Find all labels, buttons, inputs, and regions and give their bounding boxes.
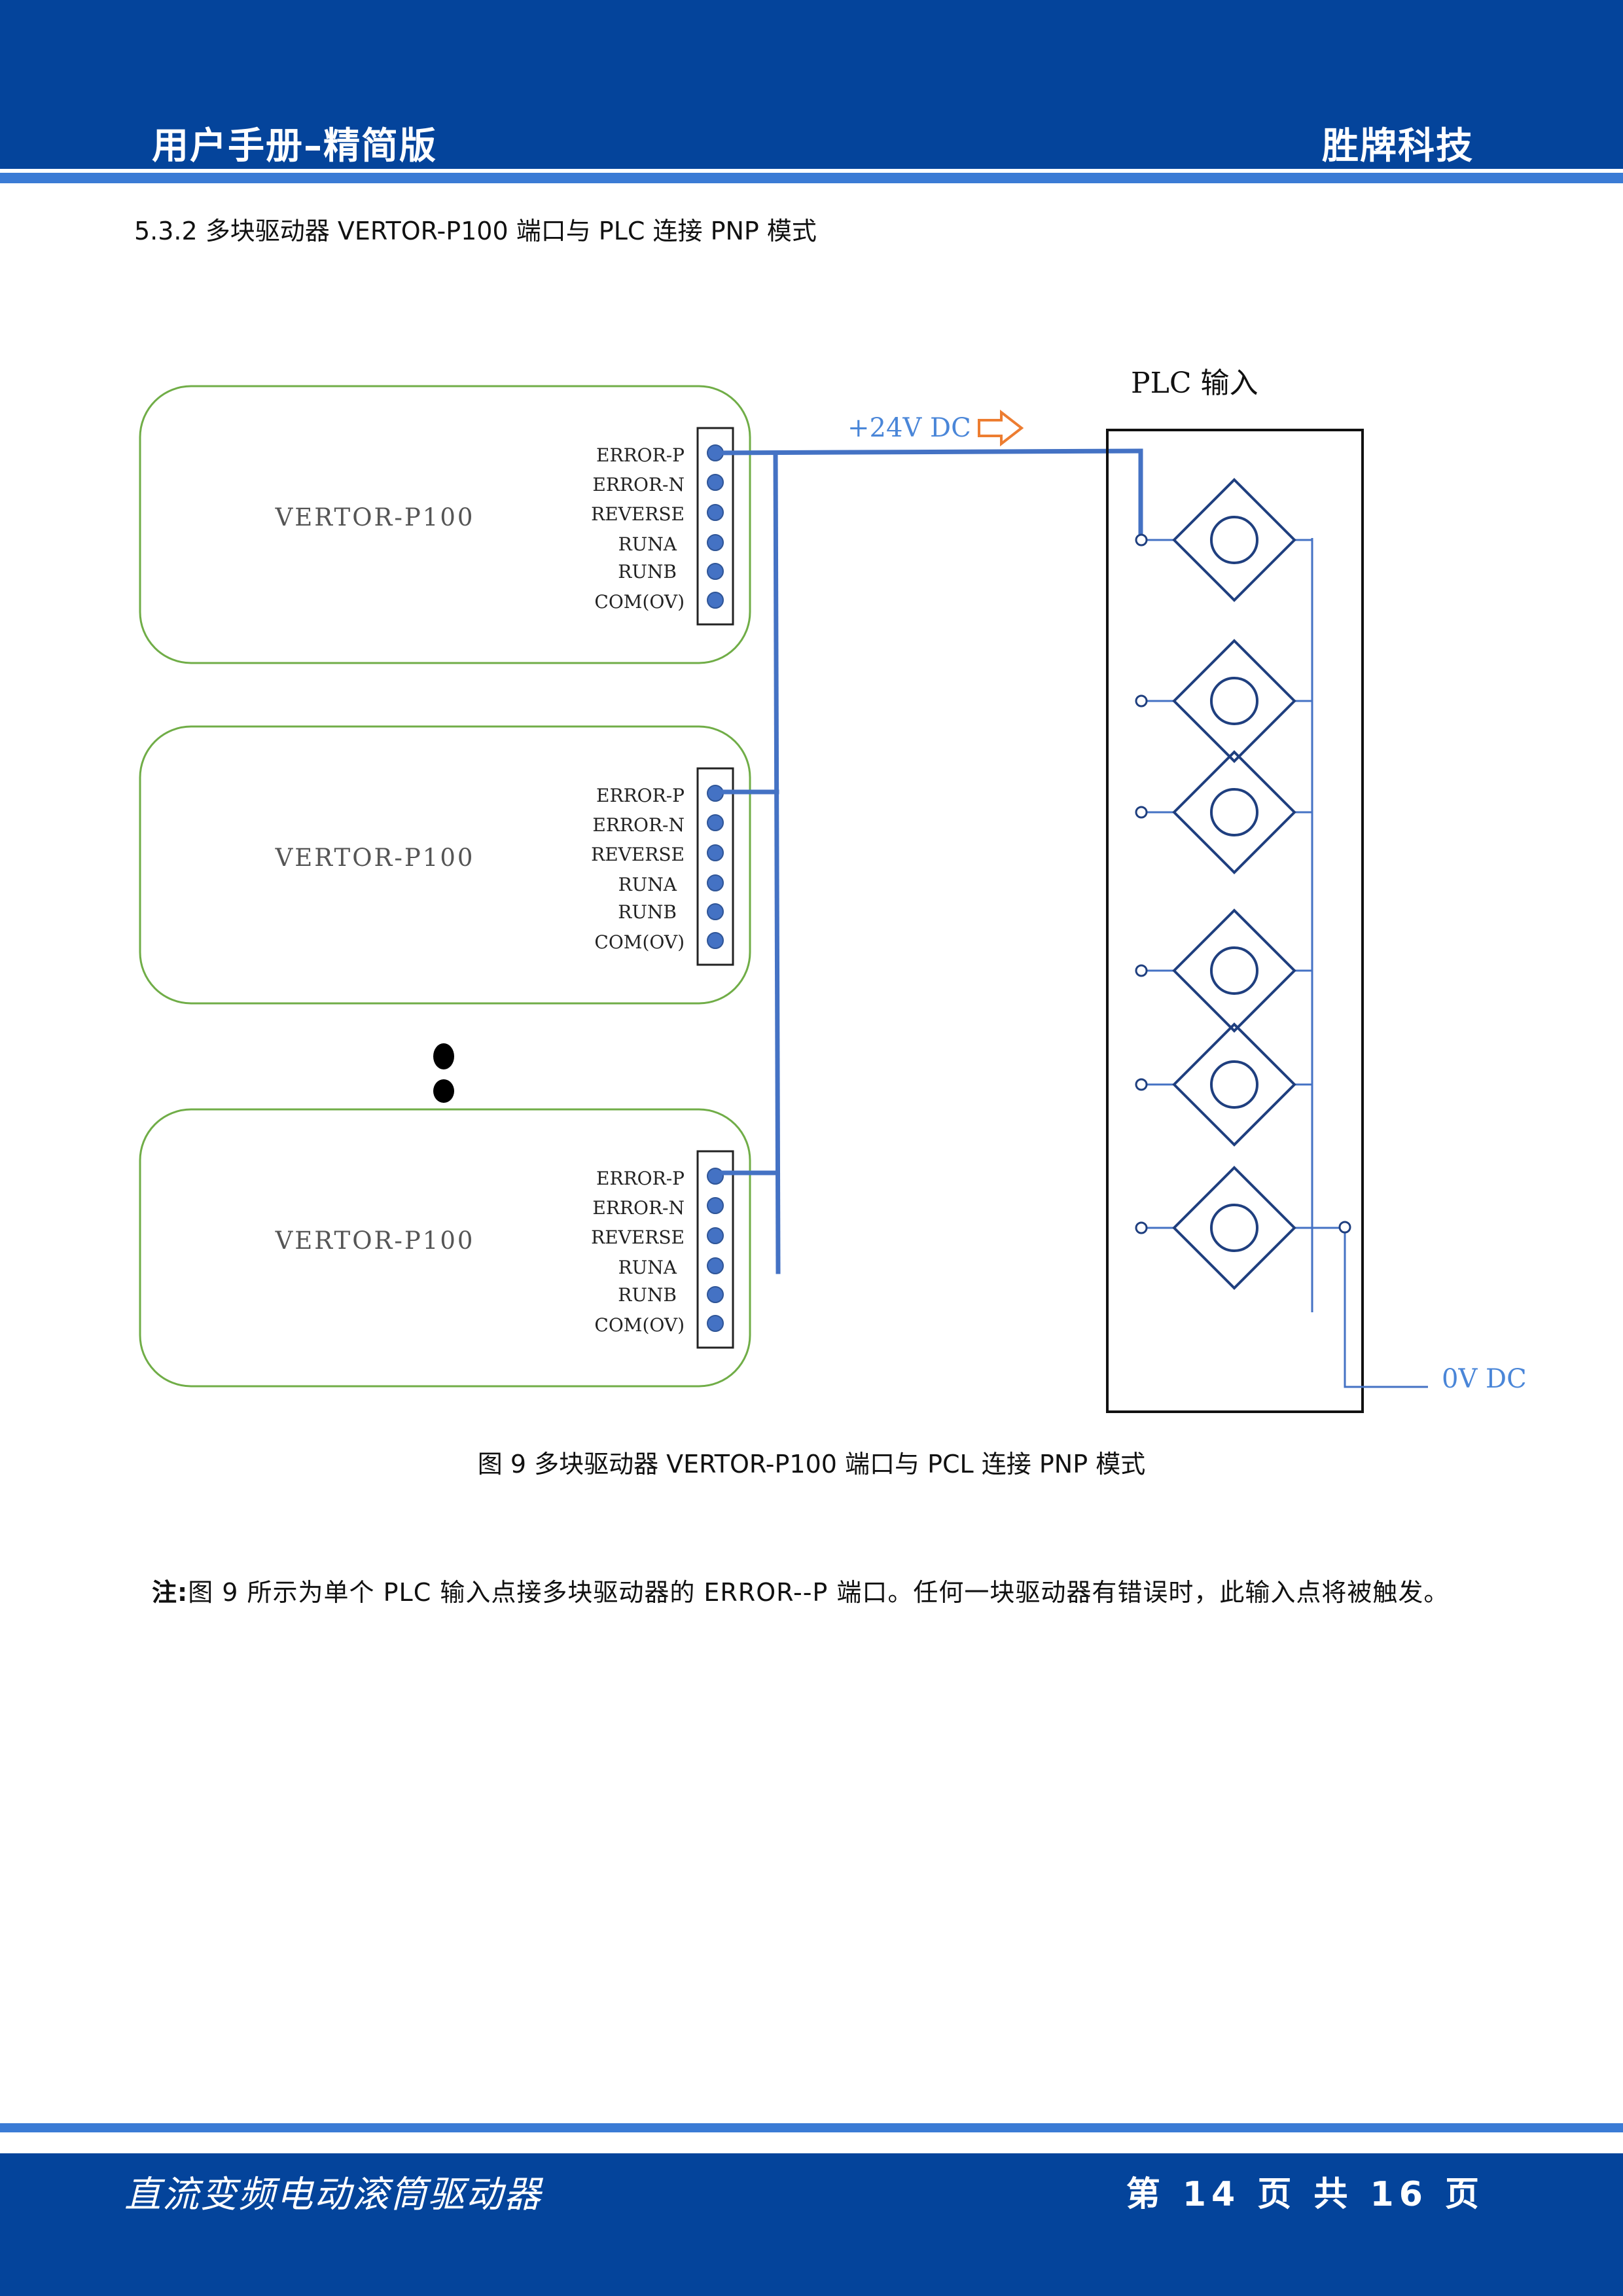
optocoupler-diamond [1172, 1022, 1296, 1147]
optocoupler-diamond [1172, 1166, 1296, 1290]
footer-band [0, 2153, 1623, 2296]
terminal-pin [707, 814, 724, 831]
note-label: 注: [152, 1578, 188, 1607]
input-terminal [1135, 694, 1148, 708]
header-band [0, 0, 1623, 169]
plc-input-2 [1135, 639, 1312, 763]
optocoupler-circle [1210, 946, 1258, 995]
terminal-pin [707, 592, 724, 609]
ellipsis-dots [433, 1043, 454, 1103]
terminal-block [696, 1150, 734, 1349]
device-3: VERTOR-P100 ERROR-P ERROR-N REVERSE RUNA… [139, 1108, 751, 1388]
terminal-pin [707, 1315, 724, 1332]
manual-title: 用户手册–精简版 [152, 125, 437, 168]
device-outline [139, 725, 751, 1005]
plc-block: PLC 输入 [1106, 367, 1428, 1413]
plc-input-5 [1135, 1022, 1312, 1147]
pin-label-reverse: REVERSE [591, 1227, 685, 1248]
terminal-pin [707, 474, 724, 491]
plc-input-6 [1135, 1166, 1345, 1290]
pin-label-runa: RUNA [618, 533, 677, 555]
device-name: VERTOR-P100 [275, 503, 475, 531]
input-terminal [1135, 1078, 1148, 1091]
terminal-pin [707, 903, 724, 920]
input-terminal [1135, 964, 1148, 977]
note-text: 图 9 所示为单个 PLC 输入点接多块驱动器的 ERROR--P 端口。任何一… [188, 1578, 1450, 1607]
input-terminal [1135, 806, 1148, 819]
pin-label-com: COM(OV) [594, 931, 685, 953]
pin-label-com: COM(OV) [594, 591, 685, 613]
terminal-pin [707, 874, 724, 891]
plc-outline [1106, 429, 1364, 1413]
plc-input-4 [1135, 908, 1312, 1033]
pin-label-error-p: ERROR-P [596, 785, 685, 806]
plc-input-1 [1135, 478, 1312, 602]
header-stripe [0, 173, 1623, 183]
ground-label: 0V DC [1442, 1364, 1527, 1394]
arrow-right-icon [978, 409, 1024, 447]
terminal-pin [707, 844, 724, 861]
plc-input-3 [1135, 750, 1312, 874]
device-name: VERTOR-P100 [275, 844, 475, 872]
input-terminal [1135, 1221, 1148, 1234]
optocoupler-circle [1210, 1060, 1258, 1109]
terminal-block [696, 427, 734, 626]
ground-terminal [1338, 1221, 1351, 1234]
device-2: VERTOR-P100 ERROR-P ERROR-N REVERSE RUNA… [139, 725, 751, 1005]
pin-label-reverse: REVERSE [591, 503, 685, 525]
terminal-block [696, 767, 734, 966]
terminal-pin [707, 1227, 724, 1244]
terminal-pin [707, 563, 724, 580]
terminal-pin [707, 1257, 724, 1274]
terminal-pin [707, 1197, 724, 1214]
figure-caption: 图 9 多块驱动器 VERTOR-P100 端口与 PCL 连接 PNP 模式 [477, 1450, 1146, 1479]
supply-label: +24V DC [847, 413, 971, 443]
input-terminal [1135, 533, 1148, 547]
optocoupler-circle [1210, 516, 1258, 564]
pin-label-error-n: ERROR-N [592, 814, 685, 836]
terminal-pin [707, 1286, 724, 1303]
pin-label-runb: RUNB [618, 901, 677, 923]
optocoupler-circle [1210, 1204, 1258, 1252]
pin-labels: ERROR-P ERROR-N REVERSE RUNA RUNB COM(OV… [591, 1168, 685, 1336]
pin-label-reverse: REVERSE [591, 844, 685, 865]
optocoupler-diamond [1172, 478, 1296, 602]
device-1: VERTOR-P100 ERROR-P ERROR-N REVERSE RUNA… [139, 385, 751, 664]
optocoupler-diamond [1172, 639, 1296, 763]
pin-label-runb: RUNB [618, 1284, 677, 1306]
terminal-pin [707, 504, 724, 521]
plc-label: PLC 输入 [1131, 367, 1258, 400]
error-p-bus [713, 448, 1143, 1274]
optocoupler-circle [1210, 788, 1258, 836]
page-number: 第 14 页 共 16 页 [1126, 2175, 1484, 2214]
section-heading: 5.3.2 多块驱动器 VERTOR-P100 端口与 PLC 连接 PNP 模… [134, 217, 817, 245]
optocoupler-diamond [1172, 908, 1296, 1033]
ground-wire [1344, 1227, 1428, 1388]
brand-name: 胜牌科技 [1322, 125, 1474, 168]
pin-label-com: COM(OV) [594, 1314, 685, 1336]
wiring-diagram: VERTOR-P100 ERROR-P ERROR-N REVERSE RUNA… [139, 367, 1527, 1413]
optocoupler-circle [1210, 677, 1258, 725]
pin-label-runa: RUNA [618, 874, 677, 895]
device-outline [139, 1108, 751, 1388]
device-name: VERTOR-P100 [275, 1227, 475, 1255]
pin-label-runa: RUNA [618, 1257, 677, 1278]
optocoupler-diamond [1172, 750, 1296, 874]
device-outline [139, 385, 751, 664]
pin-labels: ERROR-P ERROR-N REVERSE RUNA RUNB COM(OV… [591, 785, 685, 953]
terminal-pin [707, 932, 724, 949]
pin-label-error-n: ERROR-N [592, 474, 685, 495]
footer-title: 直流变频电动滚筒驱动器 [124, 2174, 542, 2216]
footer-stripe [0, 2123, 1623, 2132]
pin-label-runb: RUNB [618, 561, 677, 583]
pin-label-error-p: ERROR-P [596, 444, 685, 466]
pin-label-error-p: ERROR-P [596, 1168, 685, 1189]
terminal-pin [707, 534, 724, 551]
pin-label-error-n: ERROR-N [592, 1197, 685, 1219]
pin-labels: ERROR-P ERROR-N REVERSE RUNA RUNB COM(OV… [591, 444, 685, 613]
note: 注:图 9 所示为单个 PLC 输入点接多块驱动器的 ERROR--P 端口。任… [152, 1572, 1449, 1608]
